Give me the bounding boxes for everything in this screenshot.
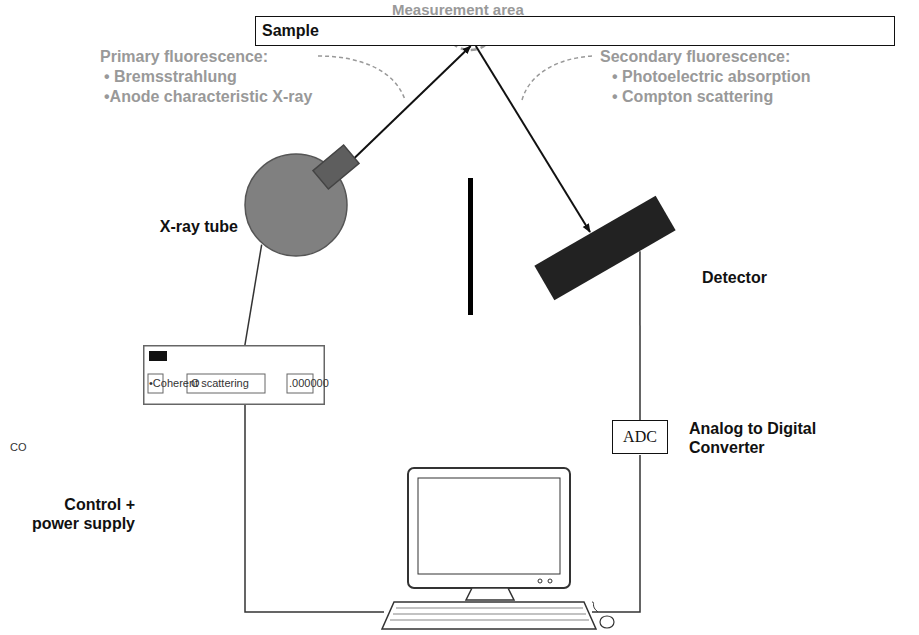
bullet-label: •Anode characteristic X-ray — [104, 87, 312, 107]
detector-label: Detector — [702, 268, 767, 287]
adc-label: ADC — [623, 428, 657, 446]
note-label: CO — [10, 440, 27, 454]
bullet-label: • Compton scattering — [612, 87, 773, 107]
panel-label: O — [191, 376, 200, 390]
sample-box: Sample — [255, 16, 895, 46]
detector-shape — [530, 190, 680, 310]
adc-description: Analog to Digital Converter — [689, 419, 839, 457]
heading-label: Primary fluorescence: — [100, 47, 268, 67]
panel-label: .000000 — [289, 376, 329, 390]
ray-arrow — [476, 46, 590, 232]
control-device — [143, 345, 325, 405]
computer — [382, 468, 614, 629]
bullet-label: • Photoelectric absorption — [612, 67, 811, 87]
leader-line — [318, 56, 405, 100]
heading-label: Secondary fluorescence: — [600, 47, 790, 67]
tube-shape — [244, 153, 348, 257]
ray-arrow — [352, 46, 471, 160]
sample-label: Sample — [262, 21, 888, 40]
control-unit: Control + power supply — [143, 345, 325, 405]
tube-label: X-ray tube — [160, 217, 238, 236]
detector: Detector — [530, 190, 680, 310]
leader-line — [522, 56, 592, 100]
control-label: Control + power supply — [25, 495, 135, 533]
wire — [592, 455, 640, 612]
bullet-label: • Bremsstrahlung — [104, 67, 237, 87]
wire-connector — [245, 245, 262, 345]
shield-bar — [468, 178, 473, 315]
wire-connector — [639, 251, 641, 420]
xray-tube: X-ray tube — [244, 153, 348, 257]
adc-box: ADCAnalog to Digital Converter — [612, 420, 668, 454]
area-label: Measurement area — [392, 0, 524, 20]
wire — [245, 405, 384, 612]
